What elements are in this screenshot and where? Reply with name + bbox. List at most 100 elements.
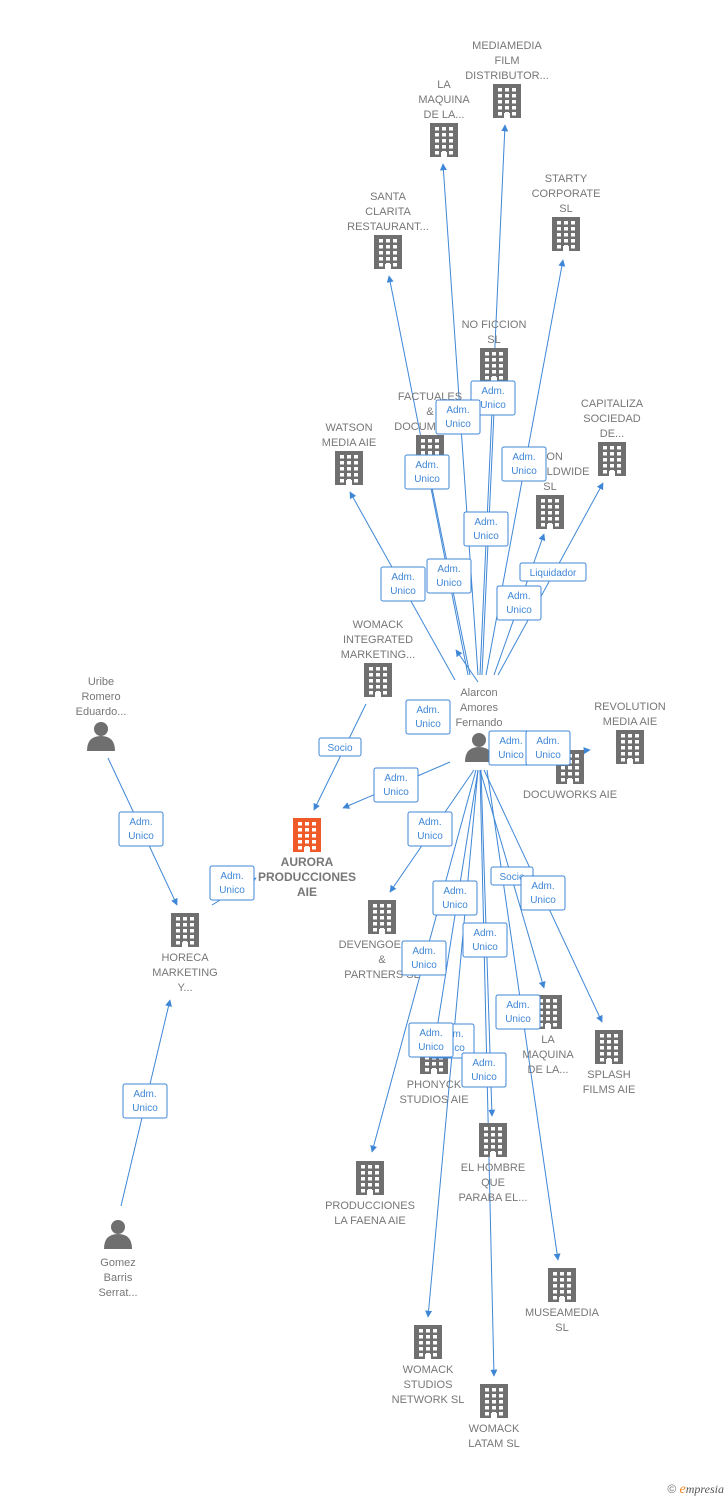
edge-label-text: Unico [414,474,440,485]
node-label: PARABA EL... [459,1192,528,1204]
edge-label-text: Unico [506,605,532,616]
edge-label-adm-unico[interactable]: Adm.Unico [496,585,542,621]
node-label: NETWORK SL [392,1394,465,1406]
edge-label-adm-unico[interactable]: Adm.Unico [525,730,571,766]
edge-label-adm-unico[interactable]: Adm.Unico [501,446,547,482]
edge-label-adm-unico[interactable]: Adm.Unico [408,1022,454,1058]
edge-label-adm-unico[interactable]: Adm.Unico [463,511,509,547]
building-icon [293,818,321,852]
building-icon [552,217,580,251]
node-label: LA [437,79,451,91]
node-label: CORPORATE [532,188,601,200]
edge-label-adm-unico[interactable]: Adm.Unico [435,399,481,435]
node-label: SL [543,481,556,493]
edge-label-text: Unico [480,400,506,411]
node-label: INTEGRATED [343,634,413,646]
node-docuworks[interactable]: DOCUWORKS AIE [523,750,617,801]
node-uribe[interactable]: UribeRomeroEduardo... [76,676,127,751]
node-label: SL [487,334,500,346]
edge-label-adm-unico[interactable]: Adm.Unico [488,730,534,766]
edge-label-text: Unico [471,1072,497,1083]
building-icon [598,442,626,476]
node-label: STARTY [545,173,588,185]
node-label: REVOLUTION [594,701,666,713]
edge-label-adm-unico[interactable]: Adm.Unico [495,994,541,1030]
node-label: MARKETING [152,967,217,979]
node-label: LA [541,1034,555,1046]
node-label: Gomez [100,1257,135,1269]
node-label: EL HOMBRE [461,1162,525,1174]
edge-label-text: Adm. [220,871,243,882]
node-gomez[interactable]: GomezBarrisSerrat... [98,1220,138,1299]
edge-label-adm-unico[interactable]: Adm.Unico [520,875,566,911]
edge-label-adm-unico[interactable]: Adm.Unico [380,566,426,602]
edge-label-liquidador[interactable]: Liquidador [519,562,587,582]
edge-label-text: Adm. [384,773,407,784]
edge-label-text: Unico [511,466,537,477]
edge-label-adm-unico[interactable]: Adm.Unico [122,1083,168,1119]
building-icon [480,348,508,382]
node-horeca[interactable]: HORECAMARKETINGY... [152,913,218,994]
node-devengoecho[interactable]: DEVENGOECHO&PARTNERS SL [339,900,426,981]
node-womackint[interactable]: WOMACKINTEGRATEDMARKETING... [341,619,416,697]
edge-label-adm-unico[interactable]: Adm.Unico [462,922,508,958]
edge-label-text: Liquidador [530,568,577,579]
edge-label-text: Adm. [129,817,152,828]
node-label: Serrat... [98,1287,137,1299]
edge-label-text: Unico [128,831,154,842]
node-label: MEDIA AIE [322,437,376,449]
edge-label-socio[interactable]: Socio [318,737,362,757]
node-label: DE LA... [424,109,465,121]
node-label: SOCIEDAD [583,413,641,425]
edge-label-text: Unico [445,419,471,430]
edge-label-text: Unico [390,586,416,597]
edge-label-text: Unico [383,787,409,798]
edge-label-adm-unico[interactable]: Adm. Unico [209,865,255,901]
node-label: PRODUCCIONES [325,1200,415,1212]
node-label: Alarcon [460,687,497,699]
relationship-edge [455,649,479,683]
node-label: WOMACK [403,1364,454,1376]
brand-logo: e [679,1482,686,1497]
edge-label-text: Socio [499,872,524,883]
node-santaclarita[interactable]: SANTACLARITARESTAURANT... [347,191,429,269]
building-icon [430,123,458,157]
edge-label-text: Adm. [474,517,497,528]
edge-label-adm-unico[interactable]: Adm. Unico [470,380,516,416]
node-label: AURORA [281,855,334,869]
edge-label-adm-unico[interactable]: Adm.Unico [407,811,453,847]
edge-label-adm-unico[interactable]: Adm.Unico [432,880,478,916]
edge-label-adm-unico[interactable]: Adm.Unico [401,940,447,976]
node-label: STUDIOS [404,1379,453,1391]
node-label: MARKETING... [341,649,416,661]
edge-label-text: Adm. [481,386,504,397]
node-mediamedia[interactable]: MEDIAMEDIAFILMDISTRIBUTOR... [465,40,549,118]
edge-label-adm-unico[interactable]: Adm.Unico [405,699,451,735]
edge-label-text: Unico [219,885,245,896]
building-icon [364,663,392,697]
edge-label-adm-unico[interactable]: Adm.Unico [426,558,472,594]
edge-label-adm-unico[interactable]: Adm.Unico [404,454,450,490]
edge-label-adm-unico[interactable]: Adm. Unico [118,811,164,847]
node-label: Uribe [88,676,114,688]
node-womackstudios[interactable]: WOMACK STUDIOS NETWORK SL [392,1325,465,1406]
edge-label-adm-unico[interactable]: Adm. Unico [373,767,419,803]
edge-label-adm-unico[interactable]: Adm.Unico [461,1052,507,1088]
node-capitaliza[interactable]: CAPITALIZASOCIEDADDE... [581,398,644,476]
building-icon [414,1325,442,1359]
node-label: CAPITALIZA [581,398,644,410]
edge-label-text: Unico [132,1103,158,1114]
